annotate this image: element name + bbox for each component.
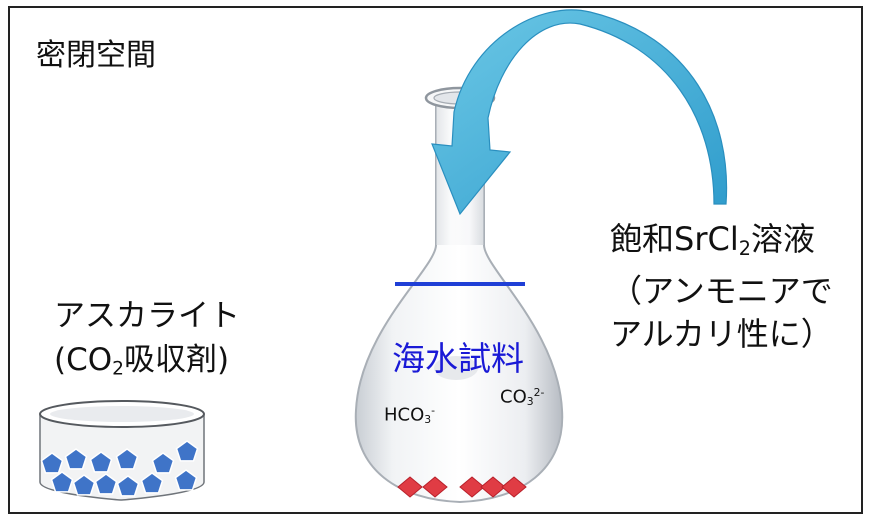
ion-hco3: HCO3- xyxy=(384,404,436,427)
reagent-line-3: アルカリ性に） xyxy=(610,314,833,353)
pentagon-icon xyxy=(64,448,88,470)
diamond-icon xyxy=(422,476,448,498)
diamond-icon xyxy=(459,476,485,498)
pentagon-icon xyxy=(151,452,175,474)
pentagon-icon xyxy=(140,472,164,494)
pentagon-icon xyxy=(175,440,199,462)
pentagon-icon xyxy=(116,475,140,497)
curved-arrow-icon xyxy=(431,9,728,216)
pentagon-icon xyxy=(50,471,74,493)
diamond-icon xyxy=(480,476,506,498)
absorbent-line-2: (CO2吸収剤) xyxy=(54,342,230,380)
pentagon-icon xyxy=(89,451,113,473)
pentagon-icon xyxy=(40,440,199,497)
reagent-line-2: （アンモニアで xyxy=(610,271,833,310)
title: 密閉空間 xyxy=(36,38,156,73)
diamond-icon xyxy=(397,476,527,498)
absorbent-label: アスカライト (CO2吸収剤) xyxy=(54,294,240,392)
pentagon-icon xyxy=(115,448,139,470)
absorbent-line-1: アスカライト xyxy=(54,298,240,334)
reagent-line-1: 飽和SrCl2溶液 xyxy=(610,220,815,260)
pentagon-icon xyxy=(174,469,198,491)
reagent-label: 飽和SrCl2溶液 （アンモニアで アルカリ性に） xyxy=(610,218,833,356)
ion-co3: CO32- xyxy=(500,386,545,409)
sample-label: 海水試料 xyxy=(392,339,524,378)
pentagon-icon xyxy=(40,452,64,474)
diamond-icon xyxy=(501,476,527,498)
pentagon-icon xyxy=(94,473,118,495)
diamond-icon xyxy=(397,476,423,498)
pentagon-icon xyxy=(72,474,96,496)
